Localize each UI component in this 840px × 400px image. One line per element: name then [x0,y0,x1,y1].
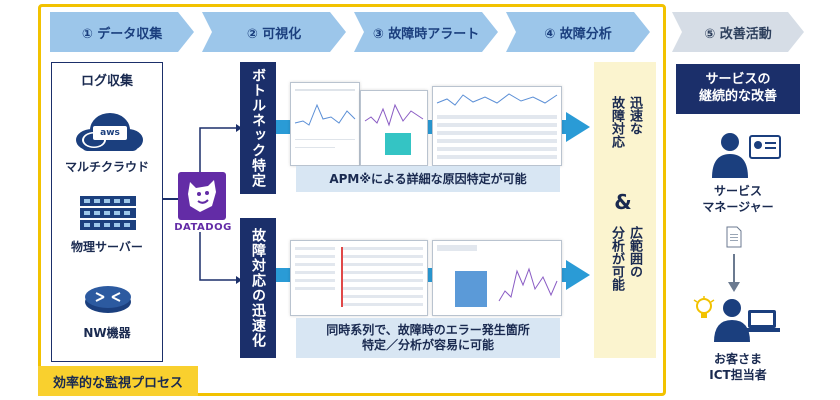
source-label-nw-device: NW機器 [83,326,131,340]
step-label: ④ 故障分析 [544,26,612,42]
source-label-multicloud: マルチクラウド [64,160,149,174]
service-manager-icon [710,130,782,180]
datadog-label: DATADOG [174,222,232,233]
caption-line: APM※による詳細な原因特定が可能 [329,171,527,186]
step-label: ① データ収集 [81,26,163,42]
result-text: 広範囲の [626,226,642,278]
track-arrow-head-2 [566,260,590,290]
step-data-collection: ① データ収集 [50,12,194,52]
track-label-text: 故障対応の迅速化 [250,228,266,348]
document-icon [726,226,742,248]
track-caption-2: 同時系列で、故障時のエラー発生箇所 特定／分析が容易に可能 [296,318,560,358]
step-label: ③ 故障時アラート [372,26,480,42]
step-visualization: ② 可視化 [202,12,346,52]
step-label: ⑤ 改善活動 [704,26,772,42]
box-line: 継続的な改善 [698,89,777,104]
continuous-improvement-box: サービスの 継続的な改善 [676,64,800,114]
split-connector [199,124,242,284]
trace-list-screenshot [432,86,562,166]
track-label-bottleneck: ボトルネック特定 [240,62,276,194]
step-failure-alert: ③ 故障時アラート [354,12,498,52]
caption-line: 同時系列で、故障時のエラー発生箇所 [326,323,530,337]
track-arrow-head-1 [566,112,590,142]
track-label-rapid-response: 故障対応の迅速化 [240,218,276,358]
error-graph-screenshot [432,240,562,316]
step-failure-analysis: ④ 故障分析 [506,12,650,52]
step-label: ② 可視化 [246,26,302,42]
efficient-monitoring-frame [38,4,666,396]
flow-arrow-icon [728,254,740,292]
router-icon [84,284,132,314]
caption-line: 特定／分析が容易に可能 [361,338,494,352]
log-collection-title: ログ収集 [80,74,133,89]
server-rack-icon [80,196,136,230]
label-line: マネージャー [702,199,774,214]
service-manager-label: サービス マネージャー [676,184,800,215]
result-text: 分析が可能 [608,226,624,291]
aws-badge: aws [93,126,127,140]
customer-ict-label: お客さま ICT担当者 [676,352,800,383]
track-caption-1: APM※による詳細な原因特定が可能 [296,166,560,192]
efficient-monitoring-label: 効率的な監視プロセス [38,366,198,396]
label-line: サービス [713,184,762,198]
step-improvement: ⑤ 改善活動 [672,12,804,52]
customer-ict-icon [692,296,782,342]
datadog-logo-icon [178,172,226,220]
source-label-physical-server: 物理サーバー [71,240,143,254]
track-label-text: ボトルネック特定 [250,68,266,188]
result-text: 故障対応 [608,96,624,148]
result-ampersand: & [614,190,632,214]
connector-line [163,198,178,200]
result-box [594,62,656,358]
result-text: 迅速な [626,96,642,135]
dashboard-screenshot [290,82,360,166]
box-line: サービスの [705,72,771,88]
label-line: ICT担当者 [709,367,767,382]
log-explorer-screenshot [290,240,428,316]
dashboard-screenshot [360,90,428,166]
label-line: お客さま [713,352,762,366]
